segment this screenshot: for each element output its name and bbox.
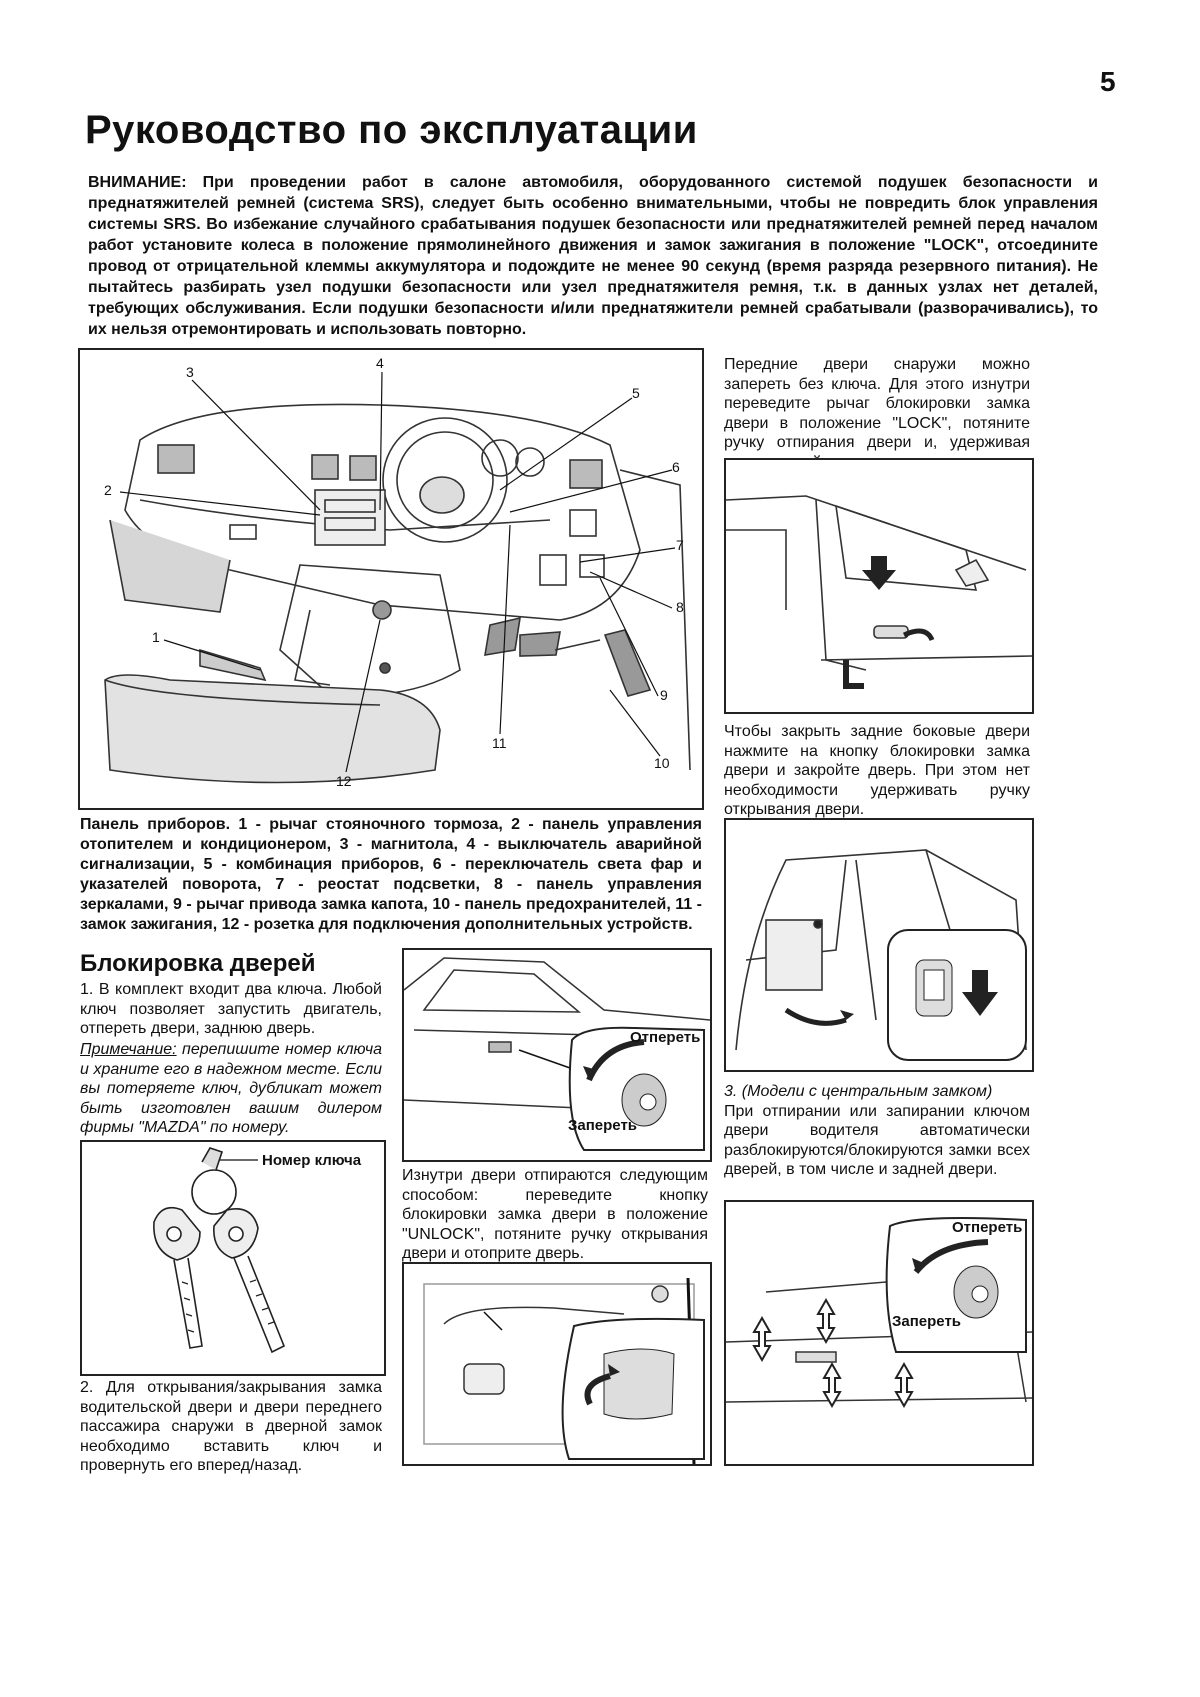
page-number: 5 [1100, 66, 1116, 97]
front-door-drawing [726, 495, 1032, 689]
key-number-label: Номер ключа [262, 1152, 362, 1169]
callout-12: 12 [336, 773, 352, 789]
unlock-label-1: Отпереть [630, 1029, 700, 1046]
dashboard-illustration: 1 2 3 4 5 6 7 8 9 10 11 12 [78, 348, 704, 810]
callout-3: 3 [186, 364, 194, 380]
keys-illustration: Номер ключа [80, 1140, 386, 1376]
front-door-lock-illustration [724, 458, 1034, 714]
front-doors-text: Передние двери снаружи можно запереть бе… [724, 356, 1030, 471]
item3-italic: 3. (Модели с центральным замком) [724, 1083, 993, 1100]
door-lock-item1: 1. В комплект входит два ключа. Любой кл… [80, 981, 382, 1037]
dashboard-drawing: 1 2 3 4 5 6 7 8 9 10 11 12 [104, 355, 691, 789]
callout-9: 9 [660, 687, 668, 703]
outside-door-key-illustration: Отпереть Запереть [402, 948, 712, 1162]
callout-10: 10 [654, 755, 670, 771]
dashboard-caption: Панель приборов. 1 - рычаг стояночного т… [80, 816, 702, 933]
warning-paragraph: ВНИМАНИЕ: При проведении работ в салоне … [88, 172, 1098, 340]
callout-1: 1 [152, 629, 160, 645]
note-label: Примечание: [80, 1041, 177, 1058]
callout-11: 11 [492, 735, 507, 751]
inside-door-drawing [423, 1277, 705, 1464]
callout-5: 5 [632, 385, 640, 401]
door-lock-heading: Блокировка дверей [80, 950, 316, 977]
central-lock-drawing: Отпереть Запереть [726, 1217, 1032, 1409]
warning-text: При проведении работ в салоне автомобиля… [88, 174, 1098, 338]
rear-doors-text: Чтобы закрыть задние боковые двери нажми… [724, 723, 1030, 818]
inside-door-illustration [402, 1262, 712, 1466]
page-title: Руководство по эксплуатации [85, 108, 698, 152]
rear-door-drawing [735, 849, 1027, 1061]
keys-drawing: Номер ключа [153, 1147, 362, 1354]
rear-door-lock-illustration [724, 818, 1034, 1072]
callout-8: 8 [676, 599, 684, 615]
central-lock-illustration: Отпереть Запереть [724, 1200, 1034, 1466]
callout-2: 2 [104, 482, 112, 498]
door-lock-note: Примечание: перепишите номер ключа и хра… [80, 1040, 382, 1138]
callout-4: 4 [376, 355, 384, 371]
inside-unlock-text: Изнутри двери отпираются следующим спосо… [402, 1167, 708, 1262]
lock-label-2: Запереть [892, 1313, 961, 1330]
callout-7: 7 [676, 537, 684, 553]
note-text: перепишите номер ключа и храните его в н… [80, 1041, 382, 1136]
door-lock-item2: 2. Для открывания/закрывания замка водит… [80, 1379, 382, 1474]
callout-6: 6 [672, 459, 680, 475]
central-lock-item3: 3. (Модели с центральным замком) При отп… [724, 1082, 1030, 1180]
warning-label: ВНИМАНИЕ: [88, 174, 187, 191]
unlock-label-2: Отпереть [952, 1219, 1022, 1236]
lock-label-1: Запереть [568, 1117, 637, 1134]
outside-door-drawing: Отпереть Запереть [404, 957, 710, 1151]
item3-text: При отпирании или запирании ключом двери… [724, 1102, 1030, 1179]
